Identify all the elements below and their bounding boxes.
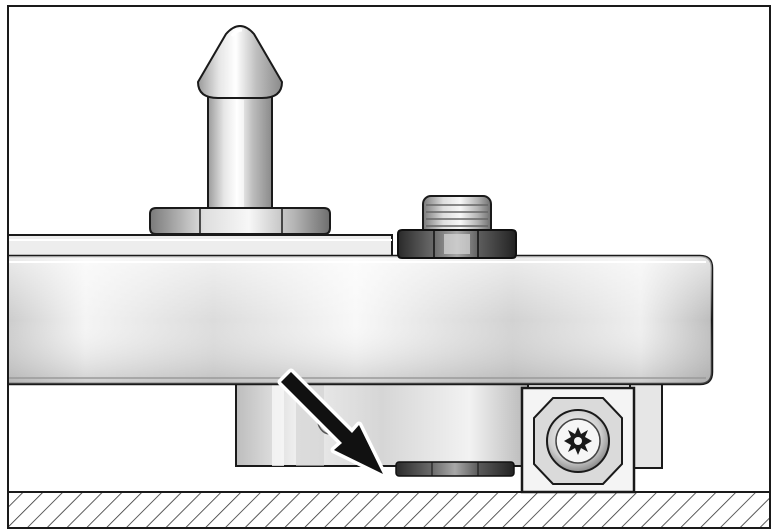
bolt-hex-nut — [397, 229, 517, 259]
lower-bracket — [235, 383, 663, 469]
main-beam — [8, 254, 714, 386]
hex-nut-icon — [397, 229, 517, 259]
pin-icon — [196, 25, 284, 213]
bolt-stud — [422, 195, 492, 239]
locating-pin — [196, 25, 284, 213]
gap-nut-under-bracket — [395, 461, 515, 477]
torx-icon — [564, 427, 592, 455]
upper-plate — [8, 234, 393, 258]
callout-arrow — [277, 368, 387, 478]
pin-hex-nut — [149, 207, 331, 235]
frame-border — [7, 5, 771, 529]
torx-socket-block — [520, 386, 636, 494]
arrow-icon — [277, 368, 387, 478]
hex-nut-icon — [149, 207, 331, 235]
ground-surface — [8, 491, 770, 528]
bolt-icon — [422, 195, 492, 239]
